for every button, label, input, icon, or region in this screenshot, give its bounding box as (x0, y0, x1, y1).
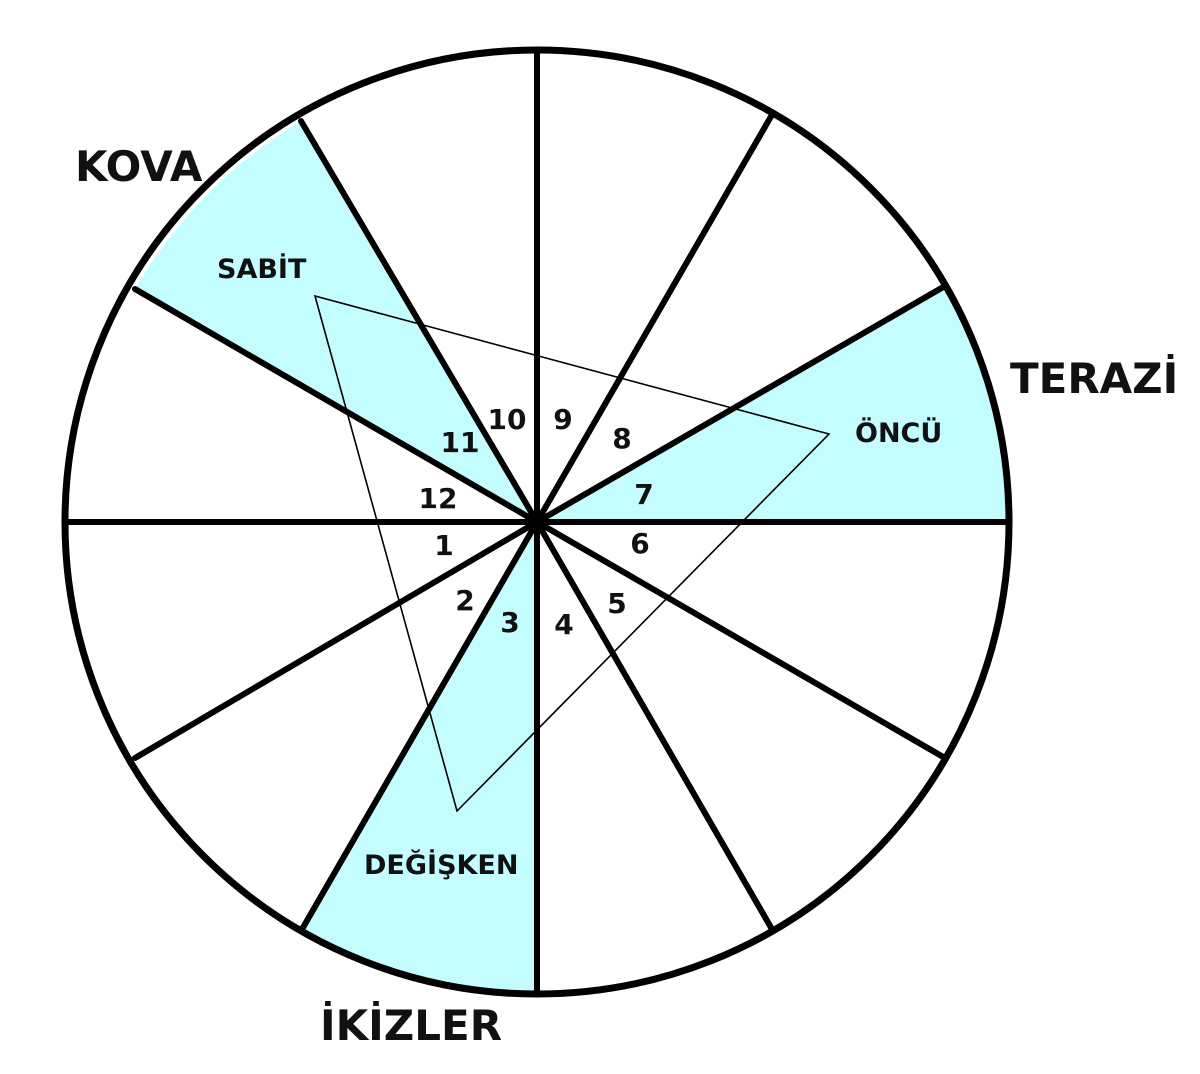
house-number-5: 5 (607, 587, 626, 620)
wheel-center (530, 515, 544, 529)
modes-triangle (313, 294, 831, 813)
spoke-60 (534, 110, 776, 525)
mode-label-fixed: SABİT (217, 253, 307, 285)
house-number-7: 7 (634, 478, 653, 511)
house-number-10: 10 (488, 403, 527, 436)
sign-label-aquarius: KOVA (75, 142, 203, 191)
house-number-9: 9 (553, 403, 572, 436)
house-number-4: 4 (554, 608, 573, 641)
house-number-1: 1 (434, 529, 453, 562)
sign-label-gemini: İKİZLER (320, 1000, 502, 1050)
spoke-330 (534, 519, 948, 761)
house-number-8: 8 (612, 422, 631, 455)
spoke-120 (298, 118, 540, 525)
house-number-12: 12 (419, 482, 458, 515)
sign-label-libra: TERAZİ (1010, 353, 1178, 403)
sector-house-11 (135, 121, 537, 522)
spoke-240 (298, 519, 540, 934)
spoke-150 (132, 286, 540, 525)
house-number-6: 6 (630, 527, 649, 560)
house-spokes (62, 47, 1012, 997)
house-numbers: 1 2 3 4 5 6 7 8 9 10 11 12 (419, 403, 654, 641)
spoke-300 (534, 519, 776, 934)
spoke-210 (132, 519, 540, 761)
sector-house-7 (537, 286, 1009, 522)
house-number-11: 11 (441, 426, 480, 459)
spoke-30 (534, 283, 948, 525)
house-number-3: 3 (500, 606, 519, 639)
mode-label-cardinal: ÖNCÜ (855, 416, 942, 449)
mode-label-mutable: DEĞİŞKEN (364, 849, 518, 881)
sector-house-3 (301, 522, 537, 995)
house-number-2: 2 (455, 584, 474, 617)
